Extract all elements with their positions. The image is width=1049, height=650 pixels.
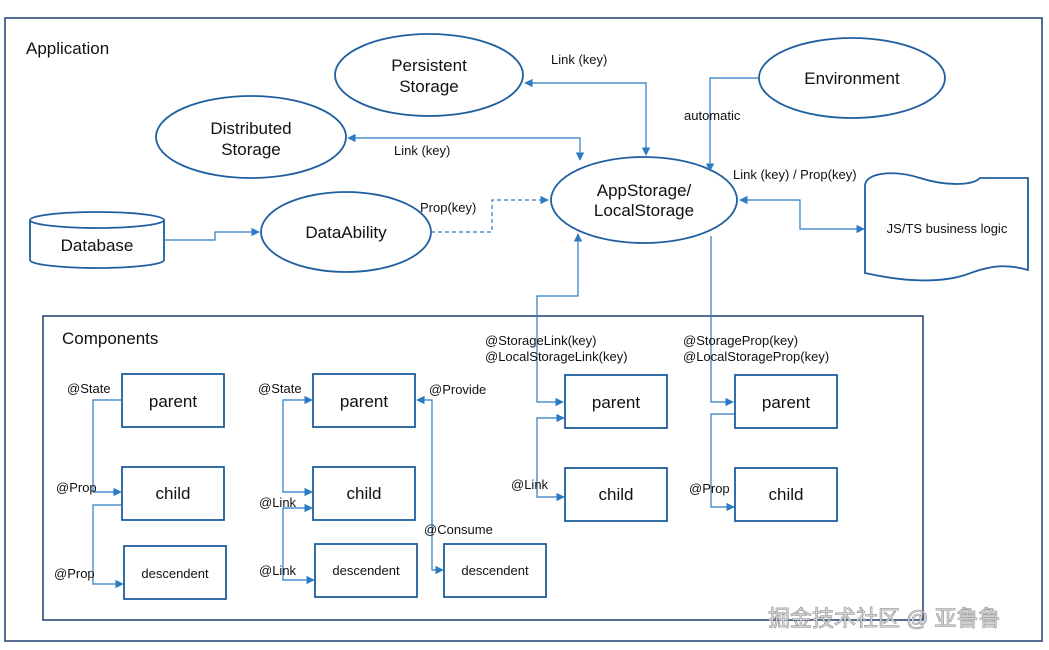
label-persistent-link: Link (key): [551, 52, 607, 67]
g1-prop2-label: @Prop: [54, 566, 95, 581]
g3-local-storage-link-label: @LocalStorageLink(key): [485, 349, 628, 364]
edge-environment-app: [705, 77, 759, 172]
g2-provide-label: @Provide: [429, 382, 486, 397]
g3-child-box: [564, 467, 668, 522]
label-automatic: automatic: [684, 108, 741, 123]
g2-descendent2-box: [443, 543, 547, 598]
component-group-storage-link: parent child @StorageLink(key) @LocalSto…: [485, 333, 668, 522]
distributed-storage-node: Distributed Storage: [155, 95, 347, 179]
g2-parent-label: parent: [340, 392, 388, 411]
database-label: Database: [61, 236, 134, 255]
g2-child-label: child: [347, 484, 382, 503]
g1-descendent-label: descendent: [141, 566, 209, 581]
environment-node: Environment: [758, 37, 946, 119]
g3-link-label: @Link: [511, 477, 549, 492]
g4-parent-box: [734, 374, 838, 429]
g3-parent-label: parent: [592, 393, 640, 412]
g1-parent-label: parent: [149, 392, 197, 411]
application-frame: [4, 17, 1043, 642]
edge-persistent-app: [524, 78, 651, 156]
g1-child-box: [121, 466, 225, 521]
components-frame: [42, 315, 924, 621]
g2-link2-label: @Link: [259, 563, 297, 578]
g1-child-label: child: [156, 484, 191, 503]
g4-edge-parent-child: [710, 413, 735, 512]
g1-descendent-box: [123, 545, 227, 600]
g4-storage-prop-label: @StorageProp(key): [683, 333, 798, 348]
edge-app-storageprop: [710, 236, 734, 407]
app-storage-node: AppStorage/ LocalStorage: [550, 156, 738, 244]
g3-parent-box: [564, 374, 668, 429]
g3-storage-link-label: @StorageLink(key): [485, 333, 596, 348]
g2-descendent1-label: descendent: [332, 563, 400, 578]
g2-child-box: [312, 466, 416, 521]
edge-app-business: [739, 195, 865, 234]
app-storage-line1: AppStorage/: [597, 181, 692, 200]
g2-descendent2-label: descendent: [461, 563, 529, 578]
g2-edge-provide-consume: [416, 395, 444, 575]
g1-edge-parent-child: [92, 399, 122, 497]
g1-parent-box: [121, 373, 225, 428]
database-node: Database: [29, 211, 165, 269]
component-group-link-provide: parent child descendent descendent @Stat…: [258, 373, 547, 598]
g3-edge-parent-child: [536, 413, 565, 502]
environment-label: Environment: [804, 69, 900, 88]
app-storage-line2: LocalStorage: [594, 201, 694, 220]
g2-edge-child-descendent: [282, 503, 315, 585]
g2-link1-label: @Link: [259, 495, 297, 510]
edge-dataability-app: [431, 195, 549, 233]
component-group-storage-prop: parent child @StorageProp(key) @LocalSto…: [683, 333, 838, 522]
distributed-storage-line1: Distributed: [210, 119, 291, 138]
component-group-state-prop: parent child descendent @State @Prop @Pr…: [54, 373, 227, 600]
g2-parent-box: [312, 373, 416, 428]
g1-edge-child-descendent: [92, 504, 124, 589]
label-business-link-prop: Link (key) / Prop(key): [733, 167, 857, 182]
g2-edge-parent-child: [282, 395, 313, 497]
edge-distributed-app: [347, 133, 585, 161]
g4-prop-label: @Prop: [689, 481, 730, 496]
data-ability-node: DataAbility: [260, 191, 432, 273]
edge-app-storagelink: [536, 233, 583, 407]
g1-state-label: @State: [67, 381, 111, 396]
watermark-text: 掘金技术社区 @ 亚鲁鲁: [768, 606, 1001, 631]
g3-child-label: child: [599, 485, 634, 504]
g4-child-label: child: [769, 485, 804, 504]
edge-database-dataability: [164, 227, 260, 241]
g4-parent-label: parent: [762, 393, 810, 412]
g2-state-label: @State: [258, 381, 302, 396]
label-distributed-link: Link (key): [394, 143, 450, 158]
business-logic-node: JS/TS business logic: [864, 172, 1029, 282]
g2-consume-label: @Consume: [424, 522, 493, 537]
persistent-storage-line1: Persistent: [391, 56, 467, 75]
g4-local-storage-prop-label: @LocalStorageProp(key): [683, 349, 829, 364]
persistent-storage-line2: Storage: [399, 77, 459, 96]
g4-child-box: [734, 467, 838, 522]
distributed-storage-line2: Storage: [221, 140, 281, 159]
g1-prop1-label: @Prop: [56, 480, 97, 495]
business-logic-label: JS/TS business logic: [887, 221, 1008, 236]
application-label: Application: [26, 39, 109, 58]
components-label: Components: [62, 329, 158, 348]
label-dataability-prop: Prop(key): [420, 200, 476, 215]
persistent-storage-node: Persistent Storage: [334, 33, 524, 117]
data-ability-label: DataAbility: [305, 223, 387, 242]
